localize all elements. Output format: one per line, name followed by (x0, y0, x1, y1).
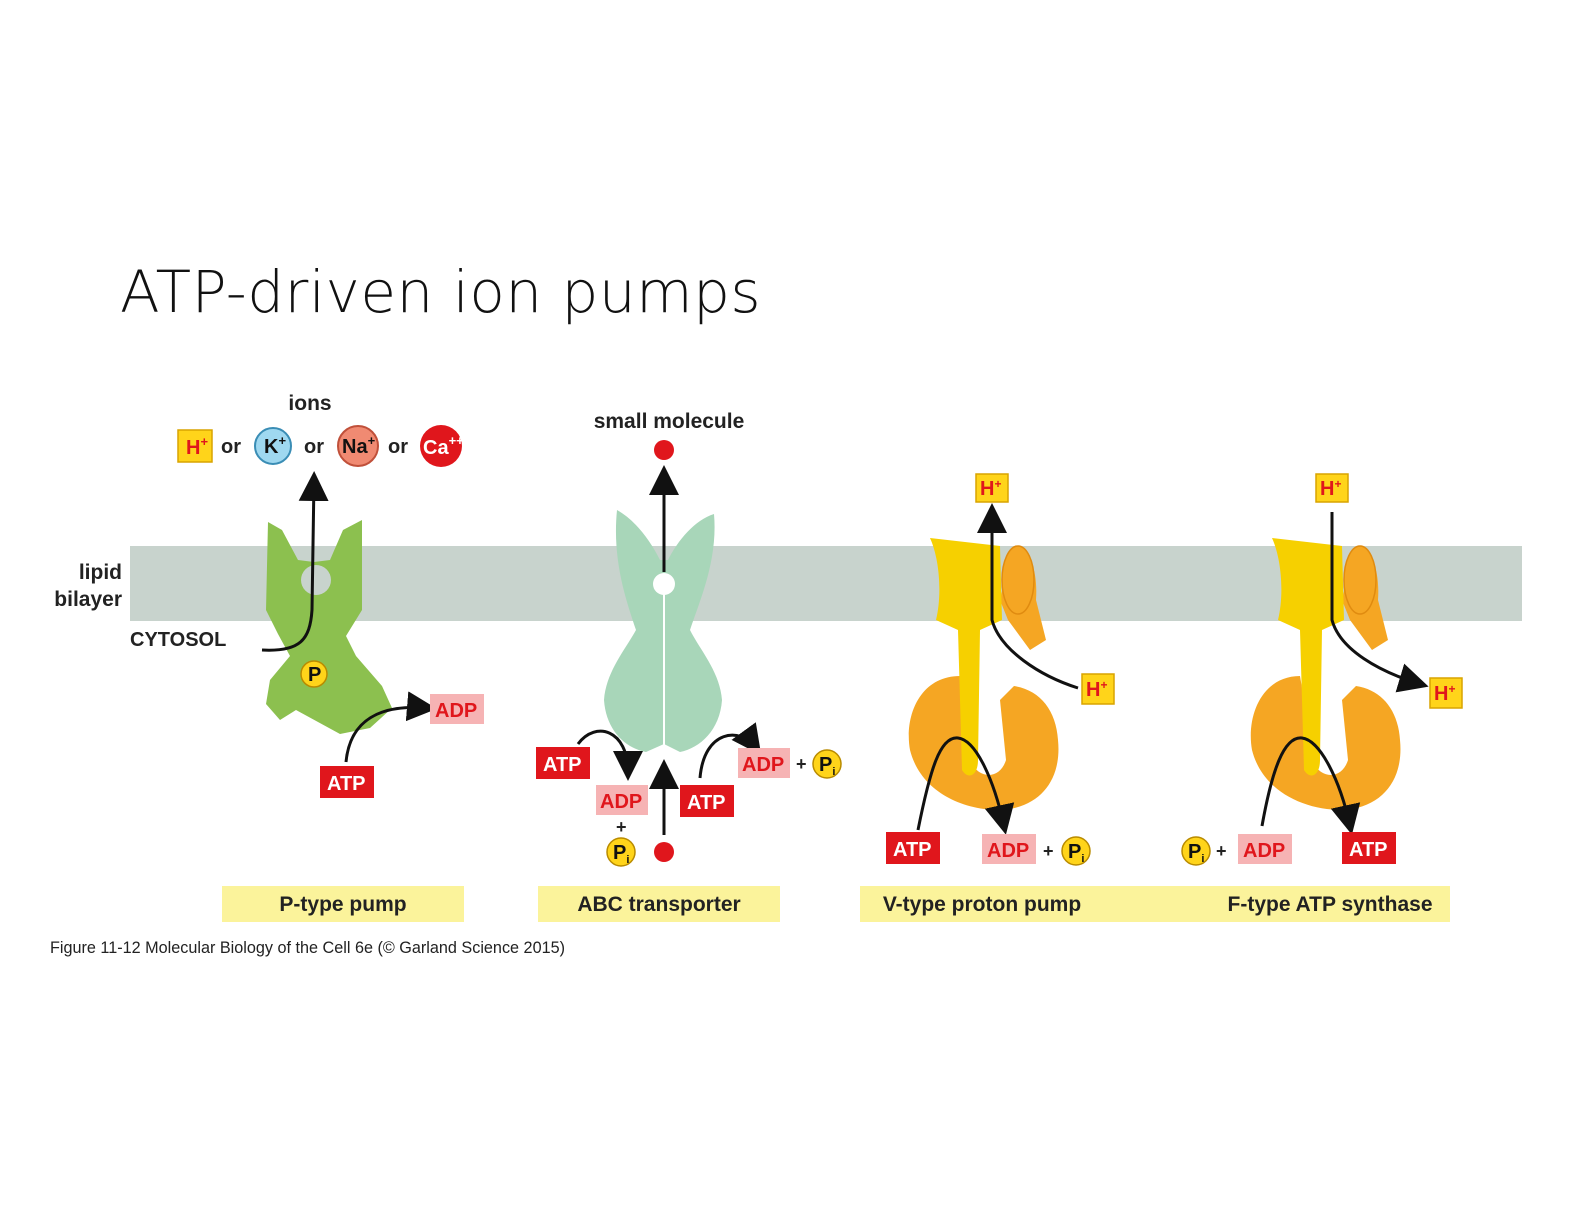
v-type-stator-ring (1001, 545, 1035, 615)
na-ion-label: Na+ (342, 433, 376, 458)
caption-f-type: F-type ATP synthase (1228, 893, 1433, 916)
caption-v-type: V-type proton pump (883, 893, 1081, 916)
abc-pi-label-left: Pi (613, 842, 629, 866)
abc-adp-label-right: ADP (742, 754, 784, 776)
f-type-h-label-top: H+ (1320, 477, 1341, 500)
f-type-pi-circle (1181, 836, 1211, 866)
v-type-proton-arrow (977, 503, 1079, 690)
caption-bg-abc (538, 886, 780, 922)
k-ion-label: K+ (264, 433, 286, 458)
small-molecule-bottom (654, 842, 674, 862)
atp-box (320, 766, 374, 798)
or-label-3: or (388, 436, 408, 458)
small-molecule-top (654, 440, 674, 460)
p-type-pump: ions H+ or K+ or Na+ or Ca++ P ADP ATP (177, 392, 484, 798)
f-type-adp-label: ADP (1243, 840, 1285, 862)
f-type-h-box-bottom (1429, 677, 1463, 709)
v-type-proton-pump: H+ H+ ATP ADP + Pi (886, 473, 1115, 866)
v-type-atp-label: ATP (893, 839, 932, 861)
caption-abc: ABC transporter (577, 893, 740, 916)
ca-ion-label: Ca++ (423, 433, 464, 459)
figure-credit: Figure 11-12 Molecular Biology of the Ce… (50, 938, 565, 957)
v-type-h-box-top (975, 473, 1009, 503)
abc-right-hydrolysis-arrow (698, 722, 762, 779)
f-type-h-label-bottom: H+ (1434, 682, 1455, 705)
f-type-atp-label: ATP (1349, 839, 1388, 861)
slide-title: ATP-driven ion pumps (120, 258, 762, 326)
abc-pi-circle-left (606, 837, 636, 867)
v-type-atp-box (886, 832, 940, 864)
abc-binding-site (653, 573, 675, 595)
v-type-pi-circle (1061, 836, 1091, 866)
v-type-adp-box (982, 834, 1036, 864)
ion-path-arrow (261, 471, 329, 652)
caption-bg-p-type (222, 886, 464, 922)
bilayer-label: bilayer (54, 588, 122, 611)
f-type-plus: + (1216, 841, 1227, 861)
abc-adp-box-left (596, 785, 648, 815)
v-type-plus: + (1043, 841, 1054, 861)
abc-pi-circle-right (812, 749, 842, 779)
f-type-stator-ring (1343, 545, 1377, 615)
v-type-orange-head (908, 676, 1059, 810)
abc-atp-box-left (536, 747, 590, 779)
atp-label: ATP (327, 773, 366, 795)
abc-plus-left: + (616, 817, 627, 837)
v-type-h-box-bottom (1081, 673, 1115, 705)
f-type-orange-head (1250, 676, 1401, 810)
abc-plus-right: + (796, 754, 807, 774)
phosphate-circle (300, 660, 328, 688)
f-type-synthesis-arrow (1260, 736, 1361, 835)
v-type-yellow-rotor (930, 538, 1002, 776)
abc-pi-label-right: Pi (819, 754, 835, 778)
abc-transporter: small molecule ATP ADP + Pi ATP ADP + Pi (536, 410, 842, 867)
f-type-yellow-rotor (1272, 538, 1344, 776)
caption-p-type: P-type pump (279, 893, 406, 916)
na-ion-circle (337, 425, 379, 467)
h-ion-box (177, 429, 213, 463)
phosphate-label: P (308, 664, 321, 686)
abc-atp-box-right (680, 785, 734, 817)
ions-label: ions (288, 392, 331, 415)
f-type-adp-box (1238, 834, 1292, 864)
adp-label: ADP (435, 700, 477, 722)
v-type-pi-label: Pi (1068, 841, 1084, 865)
v-type-h-label-bottom: H+ (1086, 678, 1107, 701)
abc-adp-box-right (738, 748, 790, 778)
f-type-proton-arrow (1330, 512, 1429, 693)
caption-bg-v-f (860, 886, 1450, 922)
abc-adp-label-left: ADP (600, 791, 642, 813)
v-type-hydrolysis-arrow (916, 736, 1015, 835)
f-type-h-box-top (1315, 473, 1349, 503)
or-label-2: or (304, 436, 324, 458)
abc-atp-label-right: ATP (687, 792, 726, 814)
atp-to-adp-arrow (344, 691, 437, 763)
lipid-label: lipid (79, 561, 122, 584)
p-type-binding-site (301, 565, 331, 595)
v-type-adp-label: ADP (987, 840, 1029, 862)
small-molecule-label: small molecule (594, 410, 745, 433)
ca-ion-circle (420, 425, 462, 467)
v-type-h-label-top: H+ (980, 477, 1001, 500)
f-type-atp-synthase: H+ H+ Pi + ADP ATP (1181, 473, 1463, 866)
cytosol-label: CYTOSOL (130, 629, 226, 651)
or-label-1: or (221, 436, 241, 458)
f-type-pi-label: Pi (1188, 841, 1204, 865)
abc-atp-label-left: ATP (543, 754, 582, 776)
k-ion-circle (254, 427, 292, 465)
h-ion-label: H+ (186, 434, 208, 459)
f-type-atp-box (1342, 832, 1396, 864)
adp-box (430, 694, 484, 724)
abc-left-hydrolysis-arrow (576, 729, 643, 781)
p-type-protein (266, 520, 392, 734)
